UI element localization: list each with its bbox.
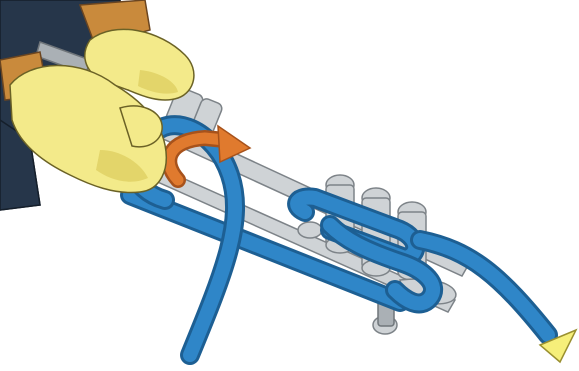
rope [130,125,548,355]
